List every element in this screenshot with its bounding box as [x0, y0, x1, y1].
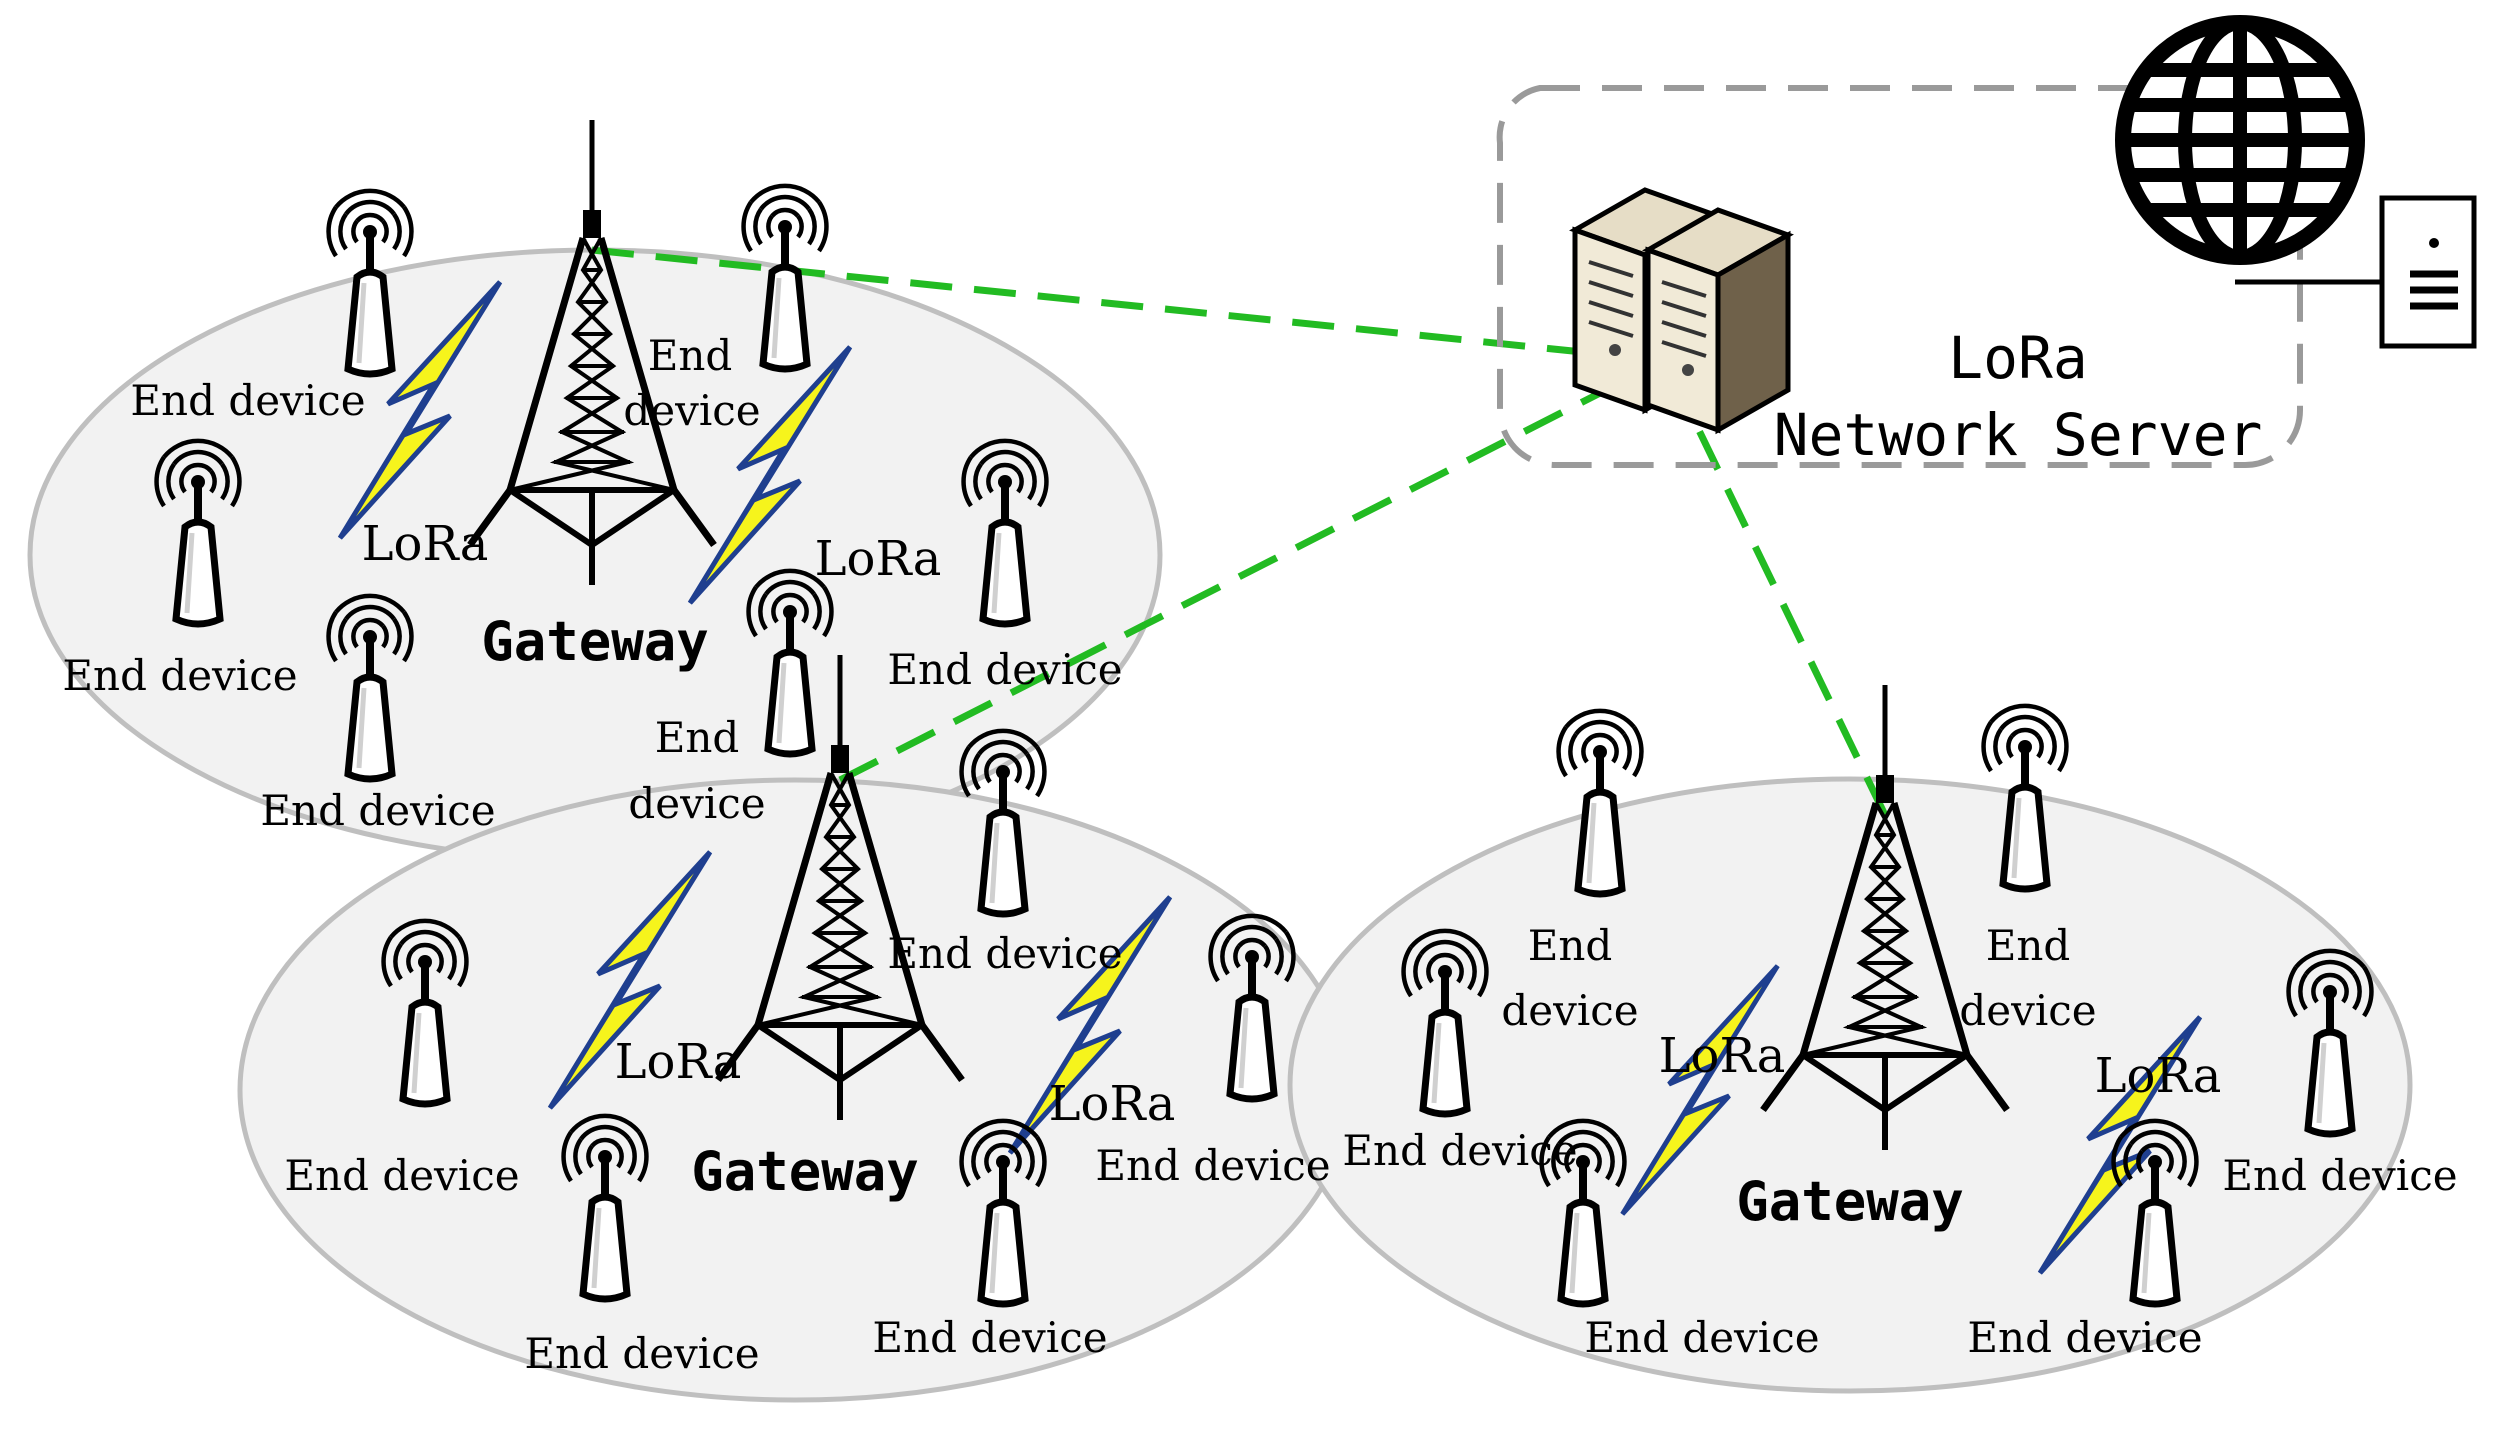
lora-label-26: LoRa [1659, 1028, 1786, 1084]
end-device-label-11: End device [1095, 1141, 1330, 1190]
end-device-label-16: End device [1342, 1126, 1577, 1175]
end-device-label-5: End device [260, 786, 495, 835]
lora-label-22: LoRa [362, 516, 489, 572]
gateway-label-28: Gateway [481, 610, 709, 673]
gateway-label-30: Gateway [1736, 1170, 1964, 1233]
end-device-label-21: End device [2222, 1151, 2457, 1200]
backhaul-link-3 [1661, 358, 1889, 817]
lora-label-24: LoRa [615, 1034, 742, 1090]
end-label-14: End [1528, 921, 1613, 970]
end-device-label-9: End device [887, 929, 1122, 978]
server-icon-front [1642, 207, 1794, 435]
end-label-17: End [1986, 921, 2071, 970]
end-label-7: End [655, 713, 740, 762]
device-label-3: device [623, 386, 760, 435]
server-line2-label-32: Network Server [1774, 401, 2263, 469]
end-device-label-19: End device [1584, 1313, 1819, 1362]
device-label-18: device [1959, 986, 2096, 1035]
end-label-2: End [648, 331, 733, 380]
device-label-15: device [1501, 986, 1638, 1035]
device-label-8: device [628, 779, 765, 828]
end-device-label-4: End device [62, 651, 297, 700]
end-device-label-1: End device [130, 376, 365, 425]
server-line1-label-31: LoRa [1948, 324, 2088, 392]
end-device-label-10: End device [284, 1151, 519, 1200]
backhaul-link-2 [838, 356, 1667, 784]
lora-label-23: LoRa [815, 531, 942, 587]
end-device-label-12: End device [524, 1329, 759, 1378]
lora-label-25: LoRa [1049, 1076, 1176, 1132]
globe-icon [2115, 15, 2365, 265]
lora-label-27: LoRa [2095, 1048, 2222, 1104]
end-device-label-6: End device [887, 645, 1122, 694]
network-server-area [1496, 15, 2477, 468]
end-device-label-13: End device [872, 1313, 1107, 1362]
end-device-label-20: End device [1967, 1313, 2202, 1362]
backhaul-link-1 [591, 246, 1661, 364]
gateway-label-29: Gateway [691, 1140, 919, 1203]
desktop-tower-icon [2235, 195, 2477, 349]
